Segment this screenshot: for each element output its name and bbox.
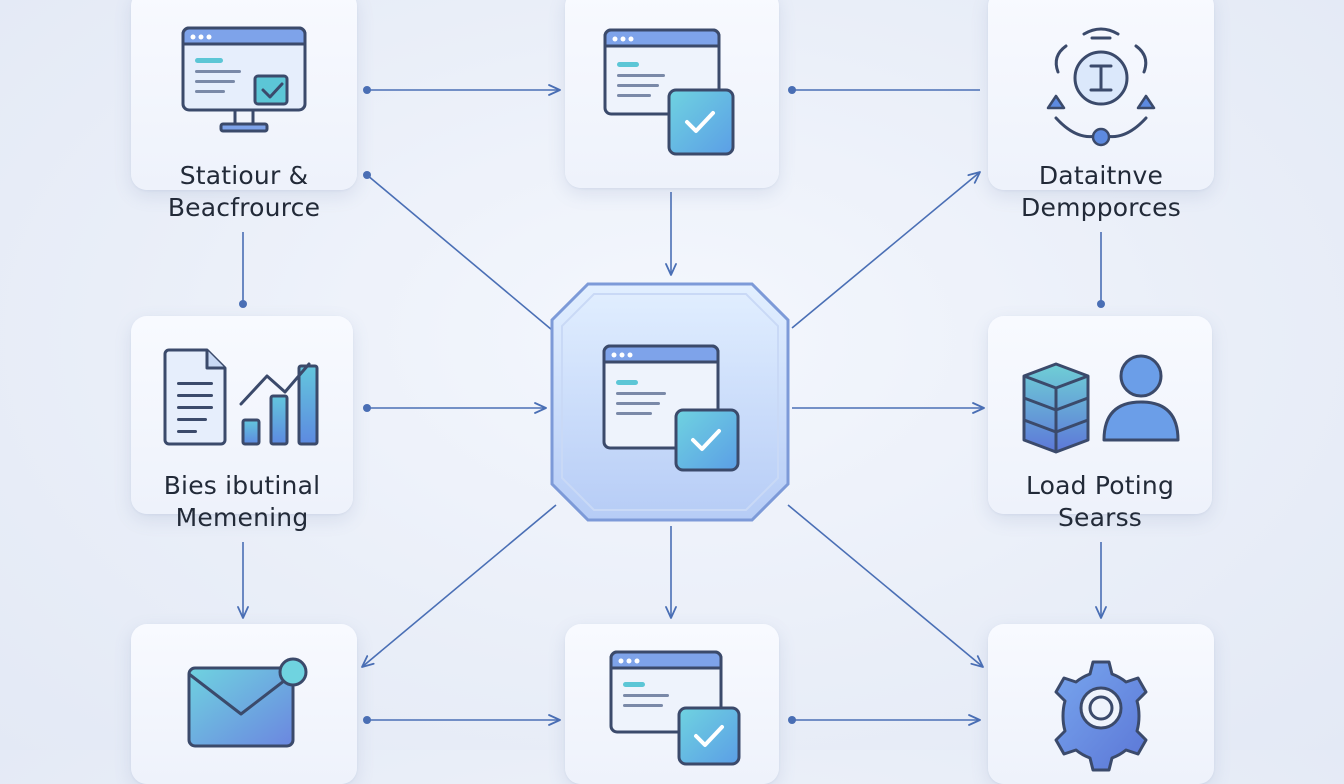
database-user-icon	[1022, 354, 1180, 454]
node-top-left[interactable]: Statiour & Beacfrource	[131, 0, 357, 222]
arrow-top-left-to-hub	[366, 174, 553, 331]
node-bottom-left[interactable]	[131, 624, 357, 784]
balance-cycle-icon	[1046, 27, 1156, 147]
label-line-2: Beacfrource	[167, 193, 321, 222]
node-top-right-label: Dataitnve Dempporces	[988, 160, 1214, 224]
arrow-hub-to-bottom-left	[361, 504, 557, 668]
arrow-hub-to-top-right	[791, 171, 981, 329]
node-bottom-center[interactable]	[565, 624, 779, 784]
label-line-1: Load Poting	[1025, 471, 1175, 500]
node-top-left-label: Statiour & Beacfrource	[131, 160, 357, 224]
central-hub[interactable]	[548, 280, 792, 524]
node-bottom-right[interactable]	[988, 624, 1214, 784]
label-line-1: Bies ibutinal	[163, 471, 321, 500]
node-middle-right[interactable]: Load Poting Searss	[988, 316, 1212, 532]
browser-check-icon	[609, 650, 741, 766]
browser-check-icon	[550, 282, 790, 522]
node-top-center[interactable]	[565, 0, 779, 188]
node-middle-left-label: Bies ibutinal Memening	[131, 470, 353, 534]
node-middle-right-label: Load Poting Searss	[988, 470, 1212, 534]
node-top-right[interactable]: Dataitnve Dempporces	[988, 0, 1214, 222]
arrow-hub-to-bottom-right	[787, 504, 984, 668]
gear-icon	[1054, 660, 1148, 772]
document-chart-icon	[163, 348, 319, 446]
browser-check-icon	[603, 28, 735, 156]
label-line-2: Memening	[175, 503, 309, 532]
label-line-1: Dataitnve	[1038, 161, 1164, 190]
label-line-2: Searss	[1057, 503, 1143, 532]
node-middle-left[interactable]: Bies ibutinal Memening	[131, 316, 353, 532]
connector-layer	[237, 84, 1107, 726]
mail-notification-icon	[187, 657, 308, 748]
label-line-2: Dempporces	[1021, 193, 1181, 222]
monitor-check-icon	[181, 26, 307, 133]
diagram-canvas: Statiour & Beacfrource	[131, 0, 1214, 784]
label-line-1: Statiour &	[179, 161, 309, 190]
